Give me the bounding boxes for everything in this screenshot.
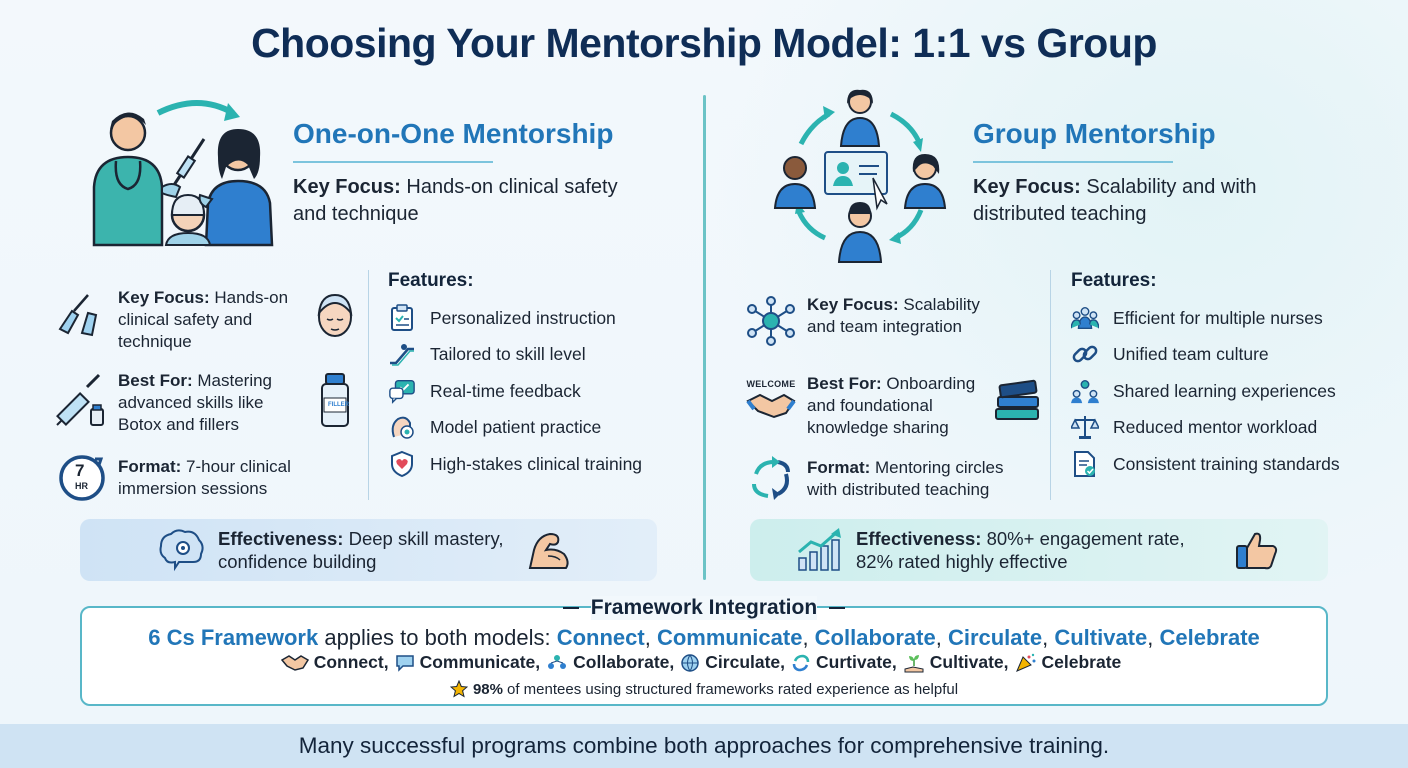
left-sub-divider xyxy=(368,270,369,500)
framework-c-item: Communicate, xyxy=(395,652,540,673)
growth-chart-icon xyxy=(794,525,846,575)
balance-scale-icon xyxy=(1071,413,1099,441)
left-feature-item: High-stakes clinical training xyxy=(388,450,642,478)
group-illustration xyxy=(765,88,955,266)
detail-key-focus: Key Focus: Scalability and team integrat… xyxy=(743,294,997,348)
speech-bubble-icon xyxy=(395,654,415,672)
framework-stat: 98% of mentees using structured framewor… xyxy=(0,680,1408,698)
one-on-one-effectiveness: Effectiveness: Deep skill mastery, confi… xyxy=(80,519,657,581)
group-focus: Key Focus: Scalability and with distribu… xyxy=(973,176,1257,225)
framework-c-item: Curtivate, xyxy=(791,652,897,673)
right-feature-item: Consistent training standards xyxy=(1071,450,1340,478)
left-feature-item: Real-time feedback xyxy=(388,377,581,405)
filler-vial-icon: FILLER xyxy=(310,370,360,430)
right-features-title: Features: xyxy=(1071,270,1157,291)
framework-c-item: Connect, xyxy=(280,652,389,673)
one-on-one-title: One-on-One Mentorship xyxy=(293,118,614,149)
chain-link-icon xyxy=(1071,340,1099,368)
page-title: Choosing Your Mentorship Model: 1:1 vs G… xyxy=(251,20,1157,66)
refresh-icon xyxy=(791,653,811,673)
framework-c-item: Collaborate, xyxy=(546,652,674,673)
heart-shield-icon xyxy=(388,450,416,478)
detail-key-focus: Key Focus: Hands-on clinical safety and … xyxy=(52,287,360,353)
chat-check-icon xyxy=(388,377,416,405)
vial-label: FILLER xyxy=(328,402,349,408)
document-check-icon xyxy=(1071,450,1099,478)
group-circle-icon xyxy=(773,89,947,263)
globe-icon xyxy=(680,653,700,673)
framework-c-item: Circulate, xyxy=(680,652,785,673)
patient-target-icon xyxy=(388,413,416,441)
seven-hour-clock-icon: 7 HR xyxy=(56,452,108,504)
framework-title-wrap: Framework Integration xyxy=(0,596,1408,620)
group-title: Group Mentorship xyxy=(973,118,1216,149)
left-feature-item: Model patient practice xyxy=(388,413,601,441)
network-icon xyxy=(743,294,799,348)
framework-icon-row: Connect, Communicate, Collaborate, Circu… xyxy=(0,652,1408,673)
handshake-icon xyxy=(280,654,309,672)
thumbs-up-icon xyxy=(1232,525,1282,575)
panel-divider xyxy=(703,95,706,580)
books-icon xyxy=(991,373,1043,427)
focus-label: Key Focus: xyxy=(293,176,401,198)
shared-people-icon xyxy=(1071,377,1099,405)
left-features-title: Features: xyxy=(388,270,474,291)
sprout-hand-icon xyxy=(903,653,925,673)
escalator-icon xyxy=(388,340,416,368)
one-on-one-focus: Key Focus: Hands-on clinical safety and … xyxy=(293,174,623,228)
one-on-one-underline xyxy=(293,161,493,163)
brain-gear-icon xyxy=(156,525,206,575)
cycle-arrows-icon xyxy=(745,453,797,505)
group-underline xyxy=(973,161,1173,163)
footer-banner: Many successful programs combine both ap… xyxy=(0,724,1408,768)
flexed-arm-icon xyxy=(524,525,574,575)
left-feature-item: Personalized instruction xyxy=(388,304,616,332)
right-feature-item: Unified team culture xyxy=(1071,340,1269,368)
right-feature-item: Efficient for multiple nurses xyxy=(1071,304,1323,332)
focus-text: Hands-on clinical safety and technique xyxy=(293,176,618,225)
mentor-nurse-icon xyxy=(92,100,274,247)
detail-best-for: Best For: Mastering advanced skills like… xyxy=(52,370,360,436)
one-on-one-illustration xyxy=(88,95,278,255)
team-pyramid-icon xyxy=(546,654,568,672)
gloved-hands-icon xyxy=(52,287,108,343)
star-icon xyxy=(449,680,468,698)
left-feature-item: Tailored to skill level xyxy=(388,340,586,368)
framework-c-item: Celebrate xyxy=(1015,652,1121,673)
detail-format: Format: Mentoring circles with distribut… xyxy=(745,453,1027,505)
group-effectiveness: Effectiveness: 80%+ engagement rate, 82%… xyxy=(750,519,1328,581)
syringe-icon xyxy=(52,370,108,430)
right-feature-item: Shared learning experiences xyxy=(1071,377,1336,405)
detail-format: 7 HR Format: 7-hour clinical immersion s… xyxy=(56,452,318,504)
right-sub-divider xyxy=(1050,270,1051,500)
framework-title: Framework Integration xyxy=(590,596,818,620)
framework-c-item: Cultivate, xyxy=(903,652,1009,673)
party-popper-icon xyxy=(1015,653,1037,673)
right-feature-item: Reduced mentor workload xyxy=(1071,413,1317,441)
handshake-icon: WELCOME xyxy=(743,373,799,427)
patient-face-icon xyxy=(310,287,360,347)
clipboard-icon xyxy=(388,304,416,332)
framework-summary: 6 Cs Framework applies to both models: C… xyxy=(148,625,1260,650)
detail-best-for: WELCOME Best For: Onboarding and foundat… xyxy=(743,373,1043,439)
nurses-group-icon xyxy=(1071,304,1099,332)
